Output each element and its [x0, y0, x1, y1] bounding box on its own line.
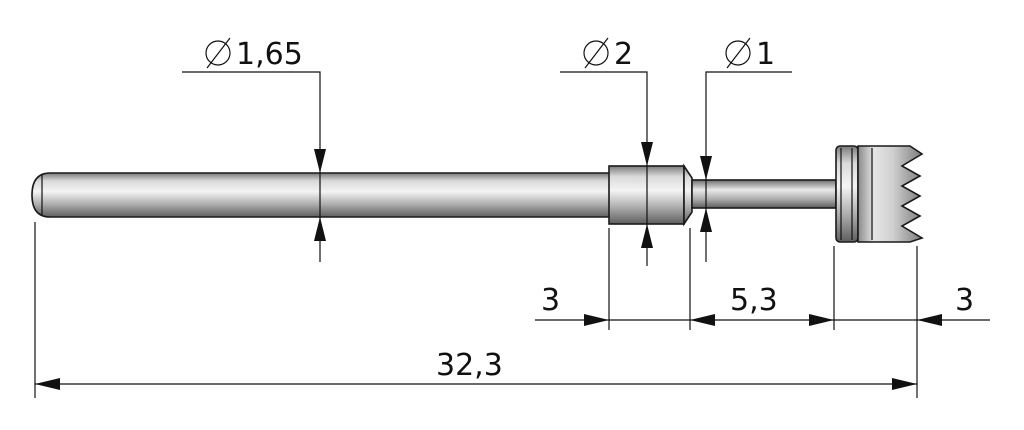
diameter-symbol-icon	[205, 37, 231, 69]
arrow-shaft-bottom	[314, 217, 326, 241]
arrow-neck-bottom	[700, 208, 712, 232]
diameter-symbol-icon	[725, 37, 751, 69]
extension-lines	[34, 222, 918, 398]
crown-head	[835, 145, 924, 243]
dim-diameter-shaft: 1,65	[182, 37, 326, 262]
crown-base	[835, 145, 859, 243]
shaft-body	[31, 172, 613, 218]
arrow-crown-length-right	[917, 314, 942, 326]
probe-pin-part	[31, 145, 924, 243]
collar-chamfer	[683, 163, 693, 227]
diameter-symbol-icon	[583, 37, 609, 69]
leader-shaft	[182, 71, 321, 262]
label-length-crown: 3	[955, 283, 974, 318]
arrow-shaft-top	[314, 149, 326, 173]
label-diameter-neck: 1	[756, 37, 775, 72]
leader-neck	[705, 71, 792, 262]
arrow-neck-length-right	[809, 314, 834, 326]
label-length-neck: 5,3	[730, 283, 778, 318]
dim-diameter-collar: 2	[560, 37, 653, 266]
dim-diameter-neck: 1	[700, 37, 792, 262]
dim-length-collar: 3	[535, 283, 715, 326]
label-length-collar: 3	[541, 283, 560, 318]
arrow-total-left	[35, 378, 60, 390]
arrow-collar-top	[641, 142, 653, 166]
dim-length-total: 32,3	[35, 348, 917, 390]
dim-length-crown: 3	[834, 283, 990, 326]
dim-length-neck: 5,3	[690, 283, 834, 326]
leader-collar	[560, 71, 648, 266]
crown-teeth	[857, 145, 924, 243]
label-diameter-collar: 2	[614, 37, 633, 72]
arrow-collar-length-left	[584, 314, 609, 326]
arrow-collar-bottom	[641, 224, 653, 248]
arrow-neck-top	[700, 156, 712, 180]
label-length-total: 32,3	[436, 348, 503, 383]
arrow-total-right	[892, 378, 917, 390]
label-diameter-shaft: 1,65	[236, 37, 303, 72]
neck-body	[691, 179, 837, 209]
